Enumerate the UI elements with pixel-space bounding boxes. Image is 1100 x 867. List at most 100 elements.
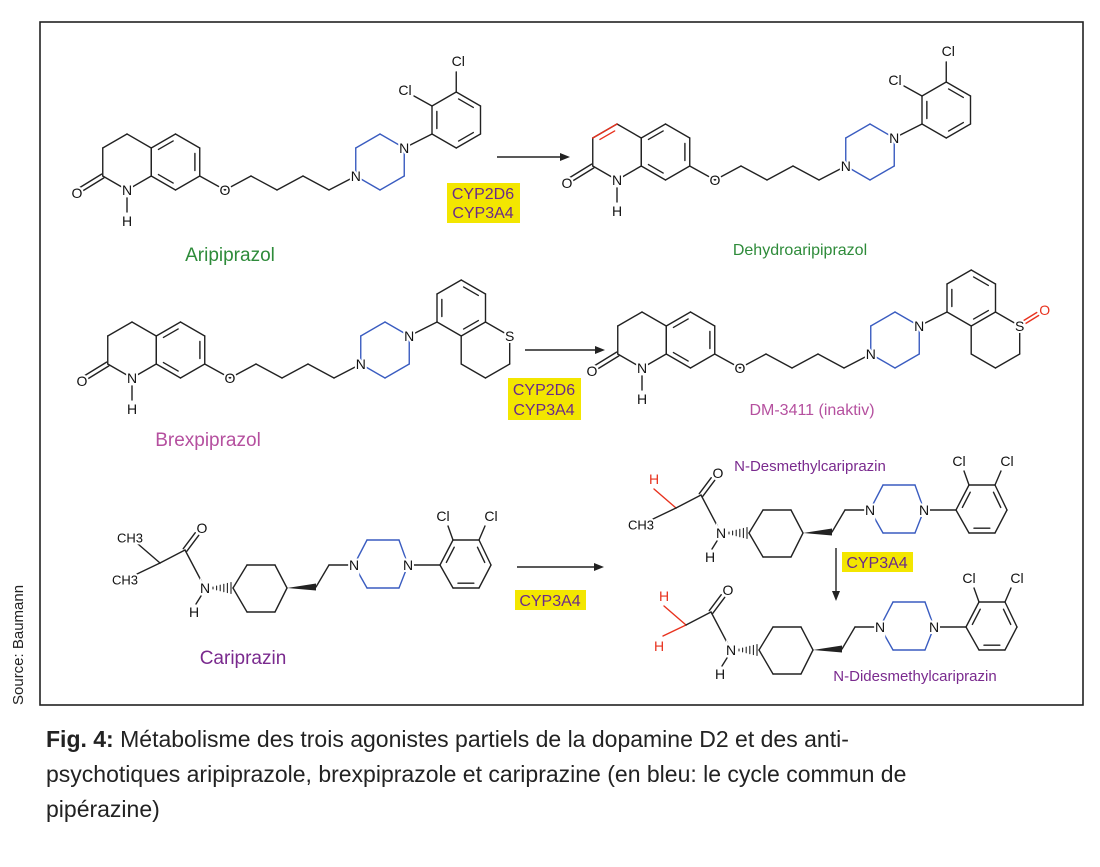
bond	[150, 175, 177, 191]
bond	[398, 564, 409, 589]
bond	[595, 355, 620, 371]
atom-label-n: N	[929, 619, 939, 635]
bond	[159, 549, 186, 564]
caption-text: Métabolisme des trois agonistes partiels…	[113, 726, 849, 752]
atom-label-n: N	[866, 346, 876, 362]
bond	[664, 165, 691, 181]
bond	[918, 311, 948, 327]
atom-label-o: O	[562, 175, 573, 191]
bond	[879, 601, 894, 628]
bond	[403, 133, 433, 149]
bond	[107, 321, 133, 337]
reaction-arrows	[497, 153, 840, 601]
atom-label-n: N	[349, 557, 359, 573]
bond	[841, 626, 856, 650]
enzyme-tag-bg	[842, 552, 913, 572]
bond	[647, 130, 664, 141]
bond	[413, 95, 433, 107]
bond	[945, 123, 972, 139]
bond	[894, 311, 920, 327]
bond	[685, 611, 712, 626]
bond	[384, 363, 410, 379]
atom-label-n: N	[122, 182, 132, 198]
bond	[484, 321, 511, 337]
atom-label-o: O	[587, 363, 598, 379]
bond	[963, 470, 970, 486]
bond	[224, 175, 252, 191]
bond	[568, 163, 593, 179]
atom-label-o: O	[77, 373, 88, 389]
bond	[1004, 626, 1018, 651]
bond	[431, 133, 457, 149]
atom-label-o: O	[225, 370, 236, 386]
bond	[663, 605, 687, 626]
atom-label-o: O	[220, 182, 231, 198]
bond	[641, 353, 667, 369]
bond	[1004, 587, 1012, 603]
bond	[184, 549, 206, 589]
bond	[355, 175, 381, 191]
bond	[921, 123, 947, 139]
bond	[652, 507, 677, 520]
bond	[462, 286, 480, 297]
label-aripiprazol: Aripiprazol	[185, 245, 275, 266]
bond	[955, 509, 970, 534]
labels-layer: Aripiprazol Dehydroaripiprazol Brexpipra…	[155, 242, 997, 685]
bond	[182, 531, 196, 550]
atom-label-n: N	[865, 502, 875, 518]
atom-label-n: N	[612, 172, 622, 188]
bond	[460, 321, 487, 337]
arrowhead-icon	[595, 346, 605, 354]
bond	[379, 175, 405, 191]
bond	[662, 624, 687, 637]
bond	[971, 608, 981, 626]
bond	[255, 363, 283, 379]
bond	[162, 361, 179, 372]
bond	[994, 509, 1008, 534]
bond	[869, 509, 884, 534]
figure-caption: Fig. 4: Métabolisme des trois agonistes …	[46, 722, 1086, 827]
bond	[455, 133, 482, 149]
bond	[307, 363, 335, 379]
label-dehydroaripiprazol: Dehydroaripiprazol	[733, 242, 867, 259]
bond	[599, 130, 616, 141]
bond	[131, 321, 157, 337]
bond	[617, 311, 643, 327]
bond	[616, 123, 642, 139]
source-credit: Source: Baumann	[10, 584, 27, 705]
bond	[436, 279, 462, 295]
bond	[484, 363, 511, 379]
bond	[85, 365, 110, 381]
atom-label-h: H	[659, 588, 669, 604]
bond	[740, 165, 768, 181]
bond	[994, 311, 1021, 327]
atom-label-n: N	[726, 642, 736, 658]
bond	[870, 311, 896, 327]
enzyme-tags: CYP2D6 CYP3A4 CYP2D6 CYP3A4 CYP3A4 CYP3A…	[447, 183, 913, 610]
atom-label-h: H	[127, 401, 137, 417]
bond	[107, 363, 133, 379]
atom-label-n: N	[356, 356, 366, 372]
bond	[994, 484, 1008, 511]
bond	[961, 491, 971, 509]
bond	[408, 321, 438, 337]
enzyme-label: CYP2D6	[513, 382, 575, 399]
bond	[921, 81, 947, 97]
atom-label-cl: Cl	[942, 43, 955, 59]
wedge-bond	[803, 528, 832, 536]
atom-label-n: N	[716, 525, 726, 541]
bond	[360, 363, 386, 379]
bond	[869, 165, 895, 181]
arrowhead-icon	[832, 591, 840, 601]
bond	[315, 564, 330, 588]
bond	[992, 491, 1002, 509]
atom-label-ch3: CH3	[628, 518, 654, 533]
bond	[274, 564, 288, 589]
bond	[711, 540, 718, 550]
bond	[455, 91, 482, 107]
bond	[702, 479, 716, 498]
bond	[640, 123, 667, 139]
bond	[281, 363, 309, 379]
